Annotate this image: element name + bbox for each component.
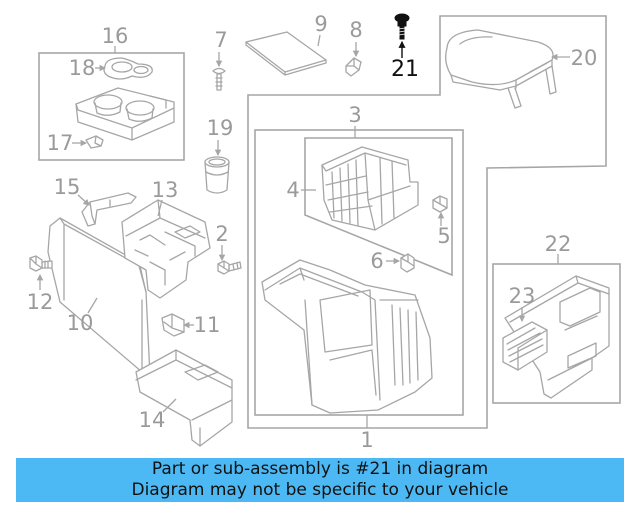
callout-6: 6 (370, 249, 383, 273)
leader-14 (162, 398, 177, 413)
leader-13 (157, 199, 163, 217)
part-7-pin (212, 67, 226, 91)
assembly-22-box (492, 263, 621, 404)
callout-5: 5 (437, 224, 450, 248)
callout-21: 21 (391, 57, 419, 82)
part-23-vent (502, 321, 548, 371)
leader-10 (87, 297, 98, 314)
callout-3: 3 (348, 103, 361, 127)
callout-22: 22 (545, 232, 572, 256)
callout-1: 1 (360, 428, 373, 452)
callout-14: 14 (139, 408, 166, 432)
part-18-mat (103, 57, 153, 80)
callout-7: 7 (214, 28, 227, 52)
callout-23: 23 (509, 284, 536, 308)
callout-12: 12 (27, 290, 54, 314)
part-21-bolt (394, 13, 410, 40)
leader-9 (317, 34, 321, 47)
fitment-notice-line-2: Diagram may not be specific to your vehi… (131, 480, 509, 500)
leader-lines (36, 34, 570, 428)
callout-17: 17 (47, 131, 74, 155)
part-1-console-body (261, 259, 433, 414)
part-12-bolt (29, 255, 53, 272)
callout-10: 10 (67, 311, 94, 335)
callout-11: 11 (194, 313, 221, 337)
callout-16: 16 (102, 24, 129, 48)
callout-19: 19 (207, 116, 234, 140)
part-2-bolt (217, 260, 242, 275)
callout-15: 15 (54, 175, 81, 199)
assembly-3-box (304, 137, 453, 277)
part-3-storage-bin (321, 146, 419, 231)
part-6-clip (400, 253, 415, 273)
part-8-clip (345, 57, 362, 77)
callout-18: 18 (69, 56, 96, 80)
assembly-16-box (38, 52, 185, 161)
part-19-cup-insert (204, 156, 230, 194)
part-5-clip (432, 195, 448, 213)
assembly-1-outline (247, 15, 607, 429)
callout-labels: 16 18 17 9 7 8 21 20 19 3 4 5 6 15 13 2 … (27, 12, 598, 452)
part-20-armrest-lid (445, 29, 557, 109)
callout-13: 13 (152, 178, 179, 202)
part-14-bracket (135, 349, 233, 447)
callout-9: 9 (314, 12, 327, 36)
part-15-bracket (81, 192, 137, 227)
leader-15 (77, 194, 90, 206)
callout-2: 2 (215, 222, 228, 246)
fitment-notice-line-1: Part or sub-assembly is #21 in diagram (151, 459, 489, 479)
part-13-bracket (121, 199, 211, 299)
fitment-notice-banner: Part or sub-assembly is #21 in diagram D… (16, 458, 624, 502)
part-16-cupholder-tray (75, 87, 175, 141)
callout-4: 4 (286, 178, 299, 202)
part-17-clip (85, 135, 104, 149)
part-11-clip (161, 313, 185, 337)
assembly-1-inner-box (254, 129, 464, 416)
callout-20: 20 (571, 46, 598, 70)
part-9-pad (245, 31, 327, 76)
part-22-rear-panel (504, 275, 610, 399)
callout-8: 8 (349, 18, 362, 42)
